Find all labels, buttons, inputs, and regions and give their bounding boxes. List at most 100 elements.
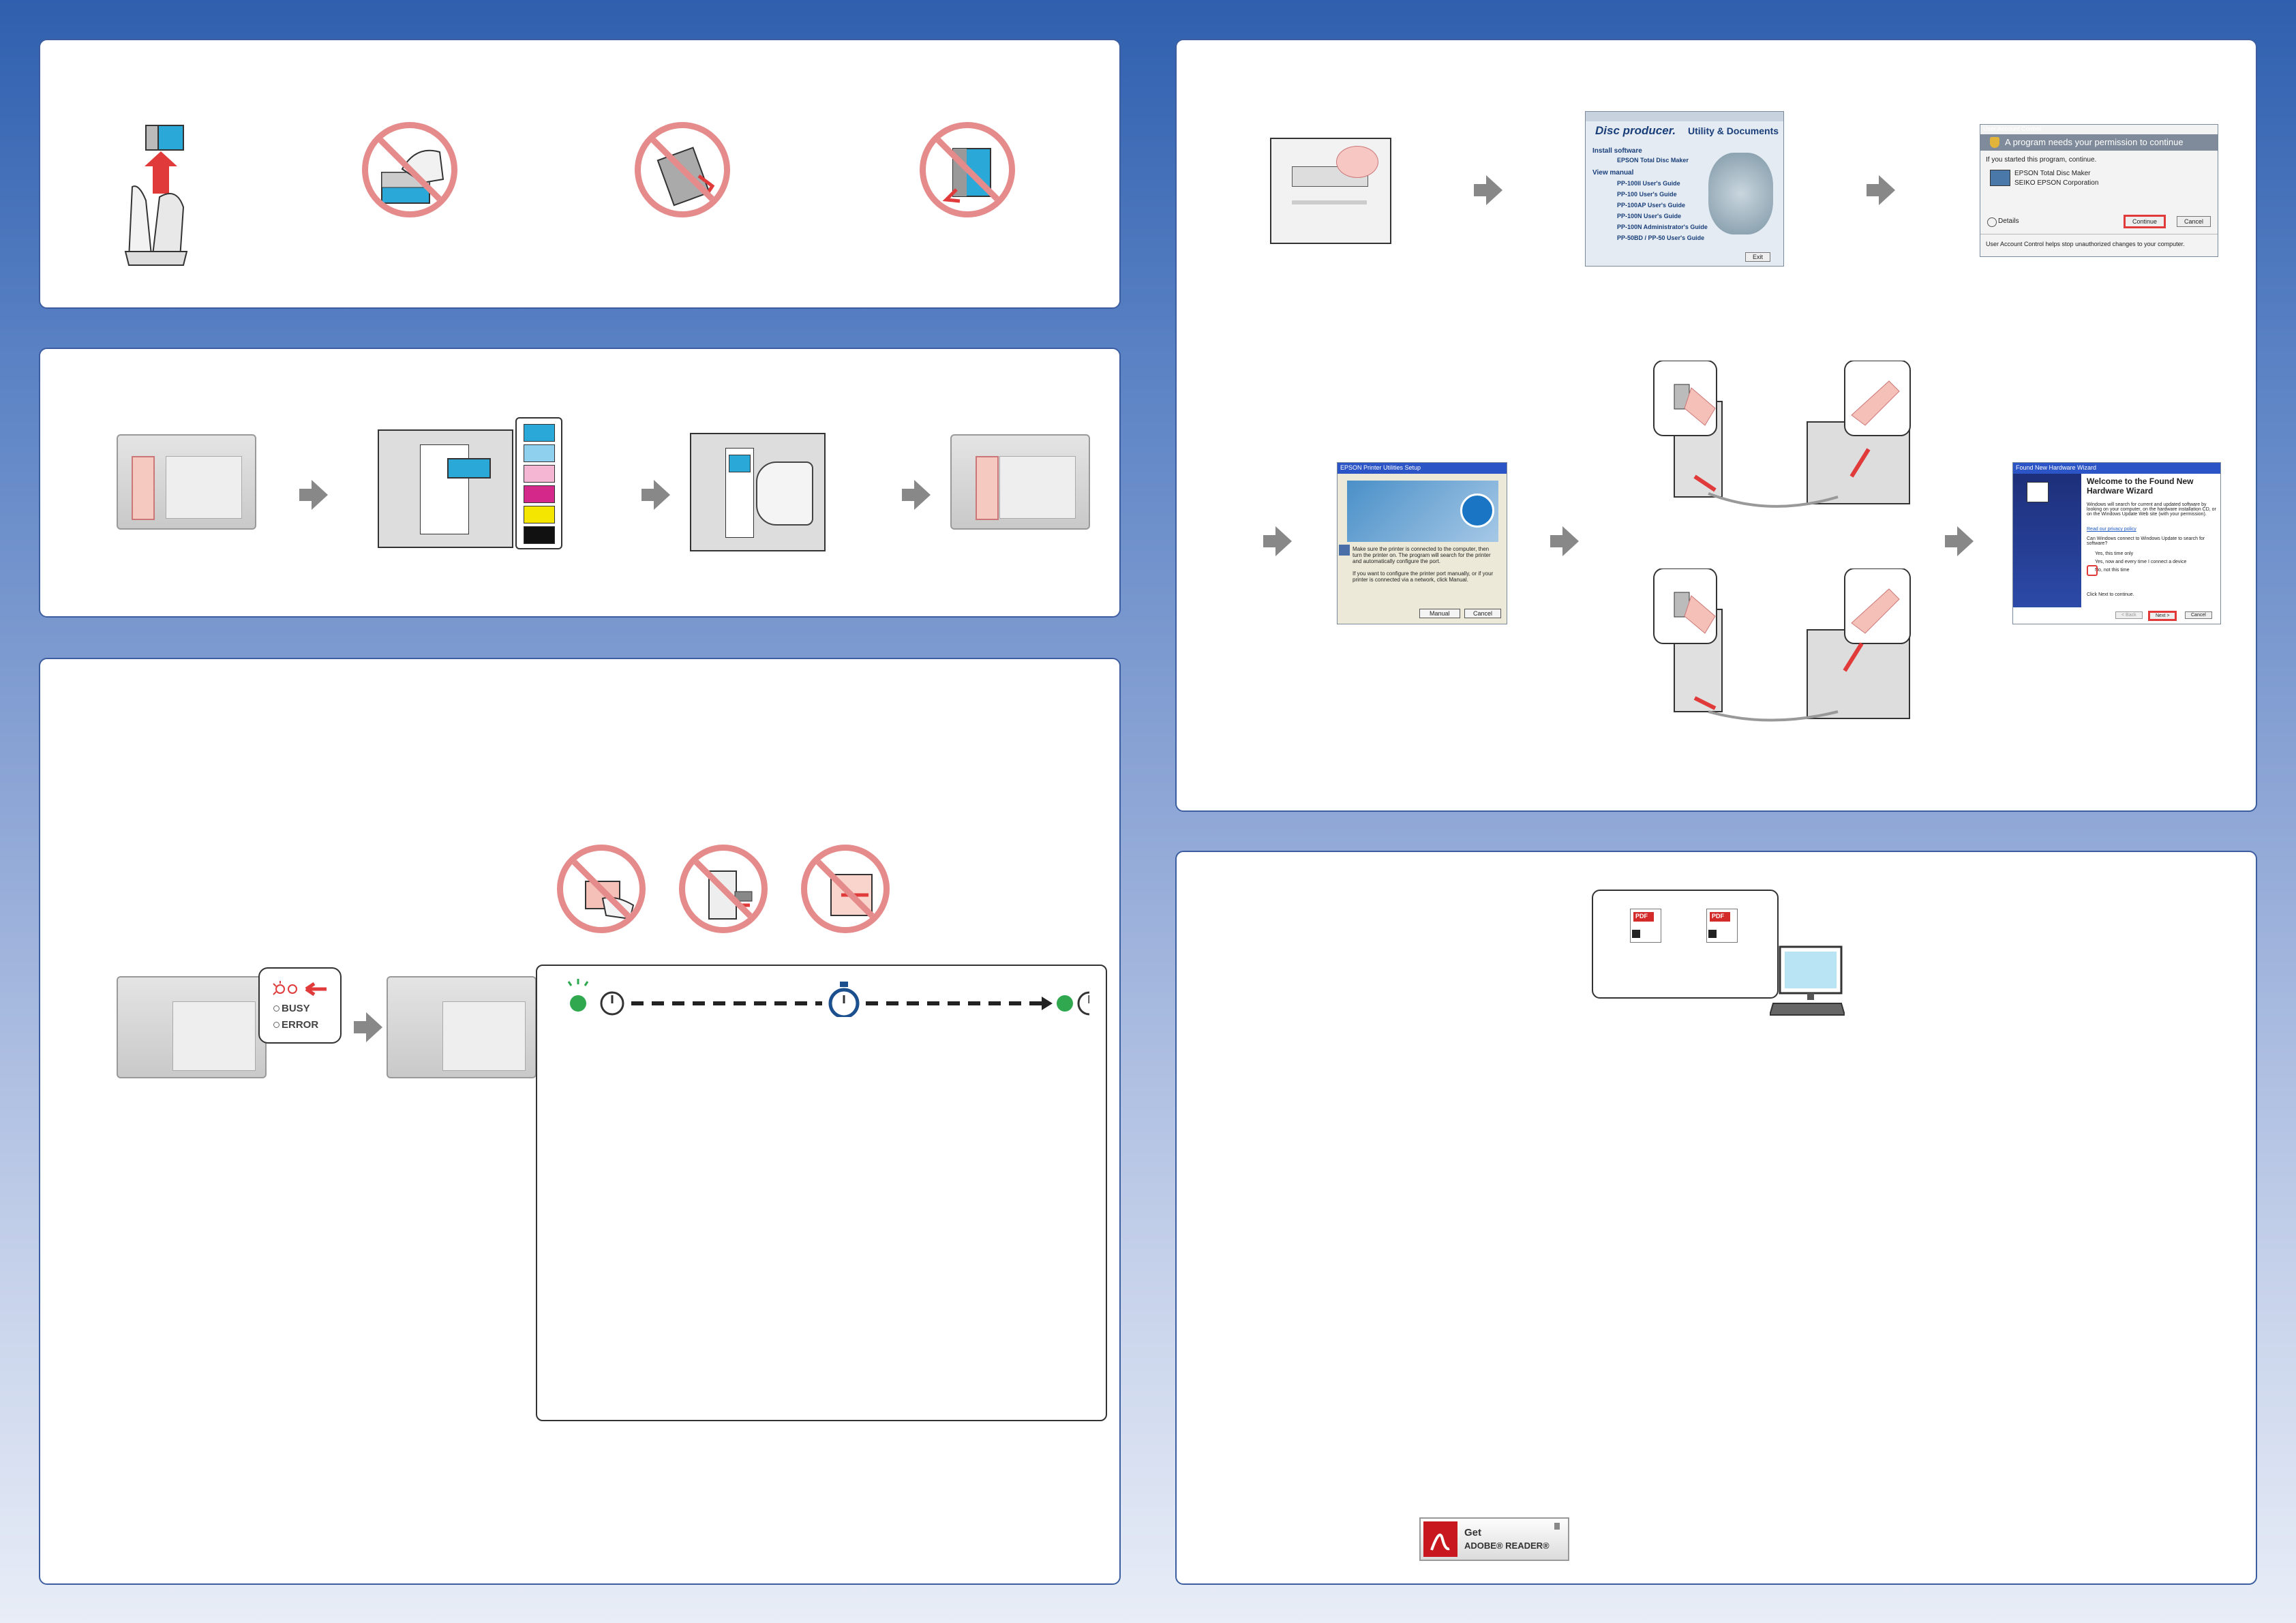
- pdf-shortcut-icon: PDF: [1630, 909, 1661, 943]
- details-toggle[interactable]: Details: [1998, 217, 2019, 225]
- cartridge-unpack-illustration: [124, 125, 188, 266]
- chevron-down-icon[interactable]: [1987, 217, 1997, 227]
- download-arrow-icon: [1554, 1523, 1560, 1530]
- power-light-on-icon: [1057, 995, 1073, 1012]
- found-new-hardware-wizard: Found New Hardware Wizard Welcome to the…: [2012, 462, 2221, 624]
- prohibit-unplug-icon: [679, 845, 768, 933]
- step-arrow: [1550, 526, 1579, 556]
- manual-button[interactable]: Manual: [1419, 609, 1460, 618]
- step-arrow: [902, 480, 931, 510]
- prohibit-shake-cartridge-icon: [920, 122, 1015, 217]
- power-button-icon: [600, 991, 624, 1016]
- menu-item-manual[interactable]: PP-100II User's Guide: [1617, 180, 1680, 187]
- step-arrow: [354, 1012, 382, 1042]
- adobe-logo-icon: [1423, 1521, 1457, 1557]
- printer-power-off: [387, 976, 537, 1078]
- power-timing-box: [536, 965, 1107, 1421]
- setup-text: If you want to configure the printer por…: [1353, 571, 1494, 583]
- cartridge-color-order: [515, 417, 562, 549]
- prohibit-press-power-icon: [557, 845, 646, 933]
- uac-program: EPSON Total Disc Maker: [2014, 170, 2091, 177]
- stopwatch-icon: [828, 982, 860, 1017]
- status-light-callout: BUSY ERROR: [258, 967, 342, 1044]
- printer-status-lights: [117, 976, 267, 1078]
- cartridge-slot-closeup: [378, 429, 513, 548]
- power-button-icon: [1077, 991, 1089, 1016]
- panel-cartridge-install: [39, 348, 1121, 618]
- next-button[interactable]: Next >: [2148, 611, 2177, 621]
- cancel-button[interactable]: Cancel: [2185, 611, 2212, 619]
- step-arrow: [299, 480, 328, 510]
- step-arrow: [641, 480, 670, 510]
- setup-title: EPSON Printer Utilities Setup: [1340, 464, 1421, 471]
- wizard-footer: Click Next to continue.: [2087, 592, 2134, 597]
- panel-power-notes: BUSY ERROR: [39, 658, 1121, 1585]
- uac-footer: User Account Control helps stop unauthor…: [1986, 241, 2185, 247]
- wizard-title: Found New Hardware Wizard: [2016, 464, 2097, 471]
- prohibit-open-cover-icon: [801, 845, 890, 933]
- power-blinking-icon: [567, 979, 589, 1012]
- cancel-button[interactable]: Cancel: [2177, 216, 2211, 227]
- wizard-option[interactable]: Yes, now and every time I connect a devi…: [2095, 560, 2187, 564]
- uac-body: If you started this program, continue.: [1986, 156, 2097, 164]
- desktop-callout: PDF PDF: [1592, 890, 1779, 999]
- uac-publisher: SEIKO EPSON Corporation: [2014, 179, 2099, 187]
- wizard-text: Windows will search for current and upda…: [2087, 502, 2216, 517]
- install-software-heading: Install software: [1592, 147, 1642, 155]
- printer-open-cover: [117, 434, 256, 530]
- view-manual-heading: View manual: [1592, 169, 1634, 177]
- uac-dialog: User Account Control A program needs you…: [1980, 124, 2218, 257]
- usb-connection-illustration: [1653, 361, 1911, 508]
- blinking-light-icon: [273, 981, 327, 997]
- printer-setup-icon: [1339, 545, 1350, 556]
- program-icon: [1990, 170, 2010, 186]
- privacy-link[interactable]: Read our privacy policy: [2087, 527, 2136, 532]
- step-arrow: [1263, 526, 1292, 556]
- wizard-option[interactable]: Yes, this time only: [2095, 551, 2134, 556]
- wizard-option[interactable]: No, not this time: [2095, 568, 2130, 573]
- step-arrow: [1474, 175, 1502, 205]
- disc-producer-menu-window: Disc producer. Utility & Documents Insta…: [1585, 111, 1784, 267]
- step-arrow: [1945, 526, 1974, 556]
- shield-icon: [1990, 137, 1999, 148]
- insert-disc-illustration: [1270, 138, 1391, 244]
- error-light-label: ERROR: [282, 1019, 319, 1031]
- menu-item-manual[interactable]: PP-100N User's Guide: [1617, 213, 1682, 219]
- uac-heading: A program needs your permission to conti…: [2005, 137, 2184, 147]
- push-cartridge-closeup: [690, 433, 826, 551]
- wizard-heading: Welcome to the Found New Hardware Wizard: [2087, 476, 2194, 496]
- hardware-icon: [2027, 482, 2049, 502]
- panel-manuals: PDF PDF Get ADOBE® READER®: [1175, 851, 2257, 1585]
- printer-close-cover: [950, 434, 1090, 530]
- adobe-get-text: Get: [1464, 1527, 1482, 1538]
- menu-item-manual[interactable]: PP-100 User's Guide: [1617, 191, 1677, 198]
- pdf-label: PDF: [1635, 913, 1648, 920]
- usb-connection-illustration: [1653, 568, 1911, 722]
- menu-item-total-disc-maker[interactable]: EPSON Total Disc Maker: [1617, 157, 1689, 164]
- menu-title: Utility & Documents: [1688, 125, 1779, 136]
- menu-item-manual[interactable]: PP-100AP User's Guide: [1617, 202, 1686, 209]
- adobe-reader-text: ADOBE® READER®: [1464, 1541, 1550, 1551]
- uac-title: User Account Control: [1983, 125, 2042, 132]
- power-icon: [1460, 494, 1494, 528]
- computer-monitor-icon: [1770, 945, 1845, 1016]
- cancel-button[interactable]: Cancel: [1464, 609, 1502, 618]
- back-button[interactable]: < Back: [2115, 611, 2143, 619]
- step-arrow: [1867, 175, 1895, 205]
- continue-button[interactable]: Continue: [2124, 215, 2166, 228]
- menu-brand: Disc producer.: [1595, 124, 1676, 137]
- pdf-label: PDF: [1712, 913, 1724, 920]
- setup-text: Make sure the printer is connected to th…: [1353, 546, 1491, 564]
- prohibit-touch-chip-icon: [362, 122, 457, 217]
- pdf-shortcut-icon: PDF: [1706, 909, 1738, 943]
- panel-cartridge-handling: [39, 39, 1121, 309]
- epson-setup-dialog: EPSON Printer Utilities Setup Make sure …: [1337, 462, 1507, 624]
- menu-item-manual[interactable]: PP-100N Administrator's Guide: [1617, 224, 1708, 230]
- panel-software-install: Disc producer. Utility & Documents Insta…: [1175, 39, 2257, 812]
- wizard-question: Can Windows connect to Windows Update to…: [2087, 536, 2205, 546]
- get-adobe-reader-button[interactable]: Get ADOBE® READER®: [1419, 1517, 1569, 1561]
- prohibit-remove-label-icon: [635, 122, 730, 217]
- busy-light-label: BUSY: [282, 1003, 310, 1014]
- exit-button[interactable]: Exit: [1745, 252, 1771, 262]
- menu-item-manual[interactable]: PP-50BD / PP-50 User's Guide: [1617, 234, 1705, 241]
